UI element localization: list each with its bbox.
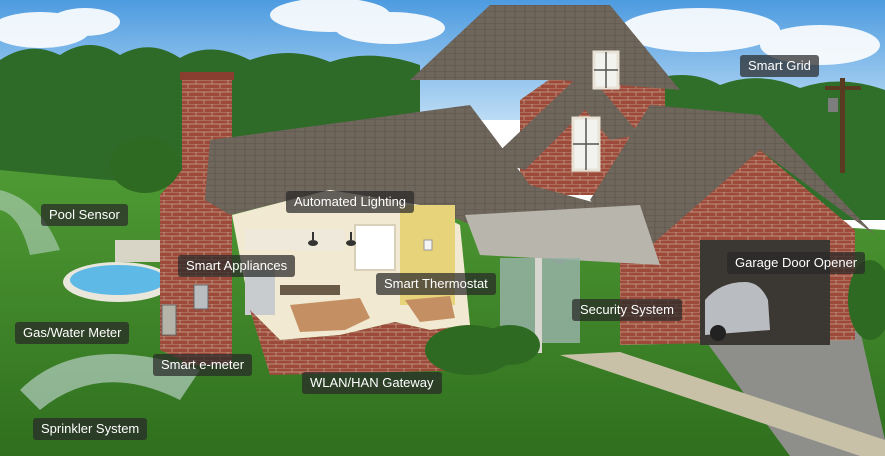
pool-sensor-label: Pool Sensor: [41, 204, 128, 226]
smart-appliances-label: Smart Appliances: [178, 255, 295, 277]
cabinets: [245, 230, 345, 250]
smart-e-meter-label: Smart e-meter: [153, 354, 252, 376]
security-system-label: Security System: [572, 299, 682, 321]
window-interior: [355, 225, 395, 270]
wlan-han-gateway-label: WLAN/HAN Gateway: [302, 372, 442, 394]
counter: [280, 285, 340, 295]
e-meter-device: [194, 285, 208, 309]
chimney: [182, 75, 232, 365]
sprinkler-system-label: Sprinkler System: [33, 418, 147, 440]
automated-lighting-label: Automated Lighting: [286, 191, 414, 213]
gas-water-meter-label: Gas/Water Meter: [15, 322, 129, 344]
smart-thermostat-label: Smart Thermostat: [376, 273, 496, 295]
gas-meter-device: [162, 305, 176, 335]
thermostat-device: [424, 240, 432, 250]
smart-grid-label: Smart Grid: [740, 55, 819, 77]
garage-door-opener-label: Garage Door Opener: [727, 252, 865, 274]
